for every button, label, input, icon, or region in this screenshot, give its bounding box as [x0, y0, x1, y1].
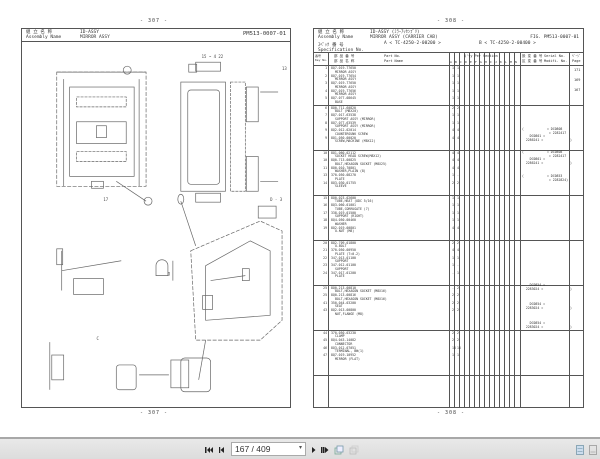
parts-table: 番号 Key No. 部 品 番 号 部 品 名 称 Part No. Part… — [314, 53, 583, 407]
navigation-toolbar: 167 / 409 ▾ — [0, 437, 600, 459]
serial-group: ( = DC0808 = 2282417 DC0801 = 2286241 = … — [522, 150, 572, 165]
chevron-down-icon[interactable]: ▾ — [298, 445, 302, 451]
continuous-view-button[interactable] — [575, 444, 585, 455]
assembly-code: ID-ASSY — [80, 30, 99, 35]
parts-diagram: 15 ~ 4 22 13 17 D C D · 3 — [22, 42, 290, 407]
left-page: 組 立 名 称 Assembly Name ID-ASSY MIRROR ASS… — [21, 28, 291, 408]
svg-text:17: 17 — [103, 197, 108, 202]
header-key-no: 番号 Key No. — [315, 54, 328, 62]
copy-page-icon — [334, 445, 344, 454]
left-page-header: 組 立 名 称 Assembly Name ID-ASSY MIRROR ASS… — [22, 29, 290, 42]
header-part-no-jp: 部 品 番 号 — [334, 54, 355, 58]
assembly-label-jp: 組 立 名 称 — [318, 30, 345, 35]
assembly-name: MIRROR ASSY (CARRIER CAB) — [370, 35, 438, 40]
single-page-view-icon — [589, 444, 597, 455]
figure-code: PM513-0007-01 — [242, 31, 286, 37]
paste-page-button[interactable] — [348, 444, 360, 455]
spec-a: A < TC-4250-2-00200 > — [384, 41, 441, 46]
assembly-label-jp: 組 立 名 称 — [26, 30, 53, 35]
header-remarks: 設 変 番 号 — [522, 54, 543, 58]
header-remarks2: 区 変 番 号 — [522, 59, 543, 63]
qty-col-l: L — [505, 60, 507, 64]
header-page-jp: ﾍﾟｰｼﾞ — [572, 54, 581, 58]
qty-col-h: H — [485, 60, 487, 64]
assembly-code: ID-ASSY (ﾐﾗｰｱｯｾﾝﾌﾞﾘ) — [370, 30, 420, 35]
svg-text:13: 13 — [282, 66, 287, 71]
first-page-button[interactable] — [204, 444, 214, 455]
right-page: 組 立 名 称 Assembly Name ID-ASSY (ﾐﾗｰｱｯｾﾝﾌﾞ… — [313, 28, 584, 408]
qty-col-k: K — [500, 60, 502, 64]
serial-group: ( = DC0853 = 2282824) — [522, 174, 569, 182]
header-part-name: Part Name — [384, 59, 403, 63]
serial-group: DC0854 = 2283024 = ) — [525, 302, 572, 310]
single-page-view-button[interactable] — [588, 444, 598, 455]
serial-group: DC0854 = 2283024 = ) — [525, 283, 572, 291]
assembly-label-en: Assembly Name — [26, 35, 62, 40]
qty-col-c: C — [460, 60, 462, 64]
mirror-assembly-drawing: 15 ~ 4 22 13 17 D C D · 3 — [49, 54, 287, 393]
last-page-icon — [321, 446, 329, 453]
svg-text:C: C — [96, 336, 99, 341]
svg-text:D · 3: D · 3 — [270, 197, 283, 202]
first-page-icon — [205, 446, 213, 453]
paste-page-icon — [349, 445, 359, 454]
page-ref-link[interactable]: 171 — [574, 68, 581, 72]
assembly-name: MIRROR ASSY — [80, 35, 110, 40]
page-number-input[interactable]: 167 / 409 ▾ — [231, 442, 306, 456]
serial-group: DC0854 = 2283024 = ) — [525, 321, 572, 329]
header-qty: Q'ty Per Section — [464, 54, 498, 58]
right-page-number-top: - 308 - — [437, 18, 466, 24]
qty-col-b: B — [455, 60, 457, 64]
fig-label: FIG. PM513-0007-01 — [530, 35, 579, 40]
qty-col-m: M — [510, 60, 512, 64]
spec-label-jp: ｽﾍﾟｯｸ 番 号 — [318, 43, 344, 48]
header-part-no: Part No. — [384, 54, 401, 58]
document-viewer[interactable]: - 307 - 組 立 名 称 Assembly Name ID-ASSY MI… — [0, 0, 600, 437]
left-page-number-bottom: - 307 - — [140, 410, 169, 416]
qty-col-g: G — [480, 60, 482, 64]
header-part-name-jp: 部 品 名 称 — [334, 59, 355, 63]
qty-col-e: E — [470, 60, 472, 64]
next-page-icon — [312, 446, 316, 453]
continuous-view-icon — [576, 444, 584, 455]
left-page-number-top: - 307 - — [140, 18, 169, 24]
qty-col-n: N — [515, 60, 517, 64]
qty-col-j: J — [495, 60, 497, 64]
qty-col-a: A — [450, 60, 452, 64]
right-page-header: 組 立 名 称 Assembly Name ID-ASSY (ﾐﾗｰｱｯｾﾝﾌﾞ… — [314, 29, 583, 41]
page-number-value: 167 / 409 — [235, 444, 271, 454]
qty-col-d: D — [465, 60, 467, 64]
spec-label-en: Specification No. — [318, 48, 365, 53]
assembly-label-en: Assembly Name — [318, 35, 354, 40]
prev-page-icon — [219, 446, 224, 453]
header-page: Page — [572, 59, 581, 63]
qty-col-i: I — [490, 60, 492, 64]
serial-group: ( = DC0808 = 2282417 DC0801 = 2286241 = … — [522, 127, 572, 142]
svg-text:D: D — [168, 272, 171, 277]
header-modifi: Modifi. No. — [544, 59, 568, 63]
qty-col-f: F — [475, 60, 477, 64]
prev-page-button[interactable] — [218, 444, 226, 455]
spec-header: ｽﾍﾟｯｸ 番 号 Specification No. A < TC-4250-… — [314, 41, 583, 53]
page-ref-link[interactable]: 167 — [574, 88, 581, 92]
page-ref-link[interactable]: 169 — [574, 78, 581, 82]
right-page-number-bottom: - 308 - — [437, 410, 466, 416]
copy-page-button[interactable] — [333, 444, 345, 455]
last-page-button[interactable] — [320, 444, 330, 455]
svg-text:15 ~ 4 22: 15 ~ 4 22 — [202, 54, 224, 59]
next-page-button[interactable] — [310, 444, 318, 455]
header-serial: Serial No. — [544, 54, 566, 58]
spec-b: B < TC-4250-2-00400 > — [479, 41, 536, 46]
